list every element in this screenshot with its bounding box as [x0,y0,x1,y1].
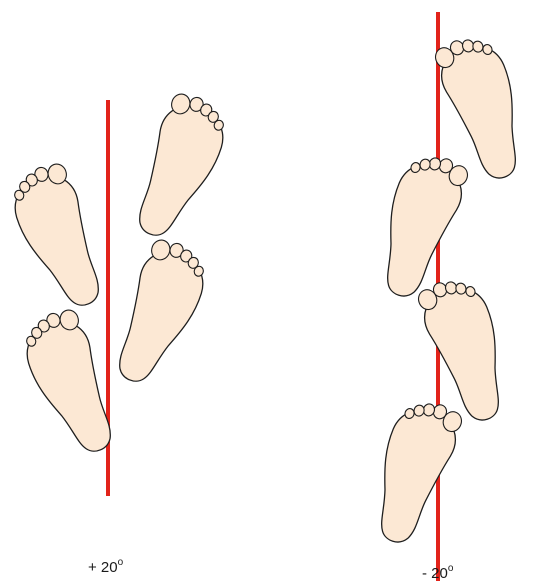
angle-label-left: + 20o [88,557,124,576]
foot-right-4 [357,392,466,550]
panel-left: + 20o [3,89,235,576]
panel-right: - 20o [357,12,533,581]
foot-right-2 [363,146,472,304]
foot-left-3 [105,235,214,393]
foot-left-1 [125,89,234,247]
foot-left-2 [3,159,112,317]
angle-label-right: - 20o [422,563,454,581]
